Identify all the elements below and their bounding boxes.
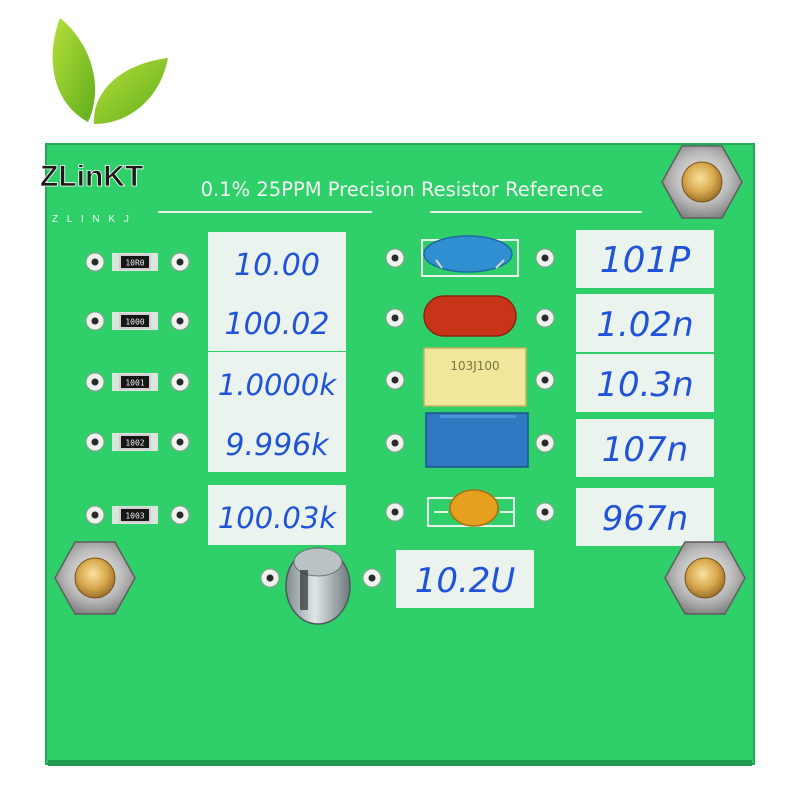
resistor-value-label: 100.02 [225,307,330,342]
resistor-value-label: 9.996k [225,428,330,463]
smd-resistor-icon [119,374,151,390]
resistor-value-label: 10.00 [234,248,320,283]
electrolytic-value-label: 10.2U [415,561,516,601]
resistor-code: 1000 [125,318,144,327]
capacitor-row: 967n [385,488,714,546]
box-blue-icon [425,412,529,468]
standoff-nut-bottom-left [54,541,136,615]
resistor-row: 1001 1.0000k [85,352,346,412]
smd-resistor-icon [119,507,151,523]
standoff-nut-bottom-right [664,541,746,615]
capacitor-row: 101P [385,230,714,288]
box-yellow-icon [423,347,527,407]
capacitor-column: 101P 1.02n 103J100 10.3n 107n [385,230,714,546]
smd-resistor-icon [119,434,151,450]
capacitor-row: 1.02n [385,294,714,352]
capacitor-value-label: 107n [602,430,688,470]
resistor-value-label: 100.03k [218,501,337,535]
resistor-value-label: 1.0000k [218,368,337,402]
capacitor-row: 103J100 10.3n [385,347,714,412]
smd-resistor-icon [119,313,151,329]
film-red-icon [423,295,517,337]
capacitor-row: 107n [385,412,714,477]
brass-standoff-icon [681,161,723,203]
resistor-row: 1003 100.03k [85,485,346,545]
board-title: 0.1% 25PPM Precision Resistor Reference [201,178,604,201]
logo-subtext: Z L I N K J [52,214,132,225]
resistor-column: 10R0 10.00 1000 100.02 1001 1.0000k [85,232,346,545]
electrolytic-capacitor-icon [285,547,351,625]
electrolytic-row: 10.2U [260,547,534,625]
resistor-code: 10R0 [125,259,144,268]
ceramic-blue-icon [423,235,513,273]
resistor-code: 1003 [125,512,144,521]
capacitor-value-label: 967n [602,499,688,539]
resistor-row: 1000 100.02 [85,291,346,351]
logo-brand: ZLinKT [40,160,143,193]
logo-leaves-icon [52,18,168,124]
pcb-shadow [48,760,752,766]
brass-standoff-icon [74,557,116,599]
resistor-code: 1001 [125,379,144,388]
ceramic-orange-icon [449,489,499,527]
capacitor-marking: 103J100 [450,359,499,373]
resistor-row: 10R0 10.00 [85,232,346,292]
smd-resistor-icon [119,254,151,270]
resistor-code: 1002 [125,439,144,448]
brass-standoff-icon [684,557,726,599]
capacitor-value-label: 101P [600,240,691,281]
resistor-row: 1002 9.996k [85,412,346,472]
capacitor-value-label: 10.3n [596,365,693,405]
standoff-nut-top-right [661,145,743,219]
capacitor-value-label: 1.02n [596,305,693,345]
